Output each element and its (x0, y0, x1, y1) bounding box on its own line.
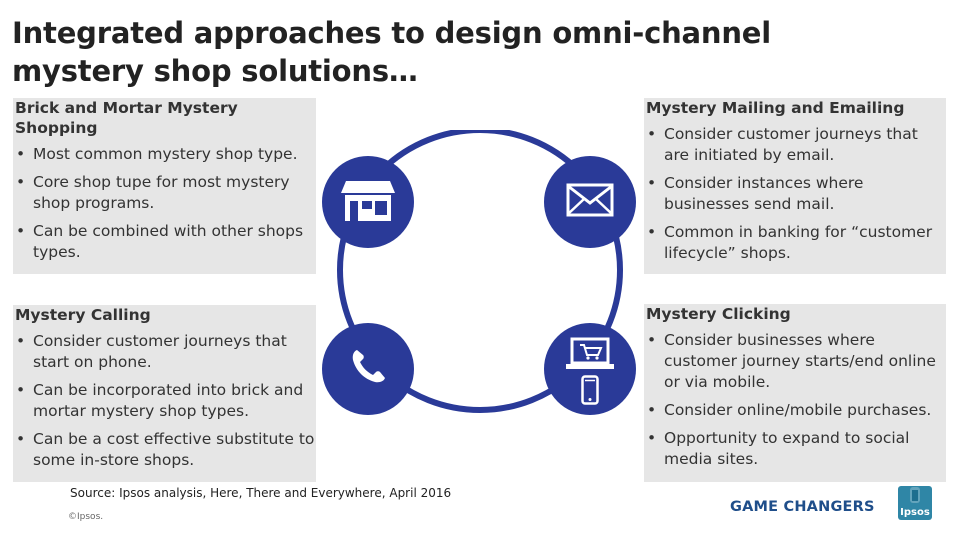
box-heading: Mystery Calling (15, 306, 151, 324)
page-title: Integrated approaches to design omni-cha… (12, 16, 772, 88)
store-node (322, 156, 414, 248)
source-note: Source: Ipsos analysis, Here, There and … (70, 486, 452, 500)
list-item: Common in banking for “customer lifecycl… (646, 222, 946, 264)
digital-node (544, 323, 636, 415)
bullet-list: Consider customer journeys that start on… (15, 331, 316, 471)
list-item: Consider customer journeys that are init… (646, 124, 946, 166)
calling-box: Mystery Calling Consider customer journe… (13, 305, 316, 482)
logo-mark-icon (910, 487, 920, 503)
box-heading: Brick and Mortar Mystery Shopping (15, 99, 238, 137)
box-heading: Mystery Clicking (646, 305, 791, 323)
bullet-list: Consider customer journeys that are init… (646, 124, 946, 264)
clicking-box: Mystery Clicking Consider businesses whe… (644, 304, 946, 482)
list-item: Consider online/mobile purchases. (646, 400, 946, 421)
channel-cycle-diagram (318, 130, 644, 430)
envelope-icon (566, 183, 614, 221)
list-item: Opportunity to expand to social media si… (646, 428, 946, 470)
smartphone-icon (581, 375, 599, 409)
copyright: ©Ipsos. (68, 512, 104, 522)
ipsos-logo: Ipsos (898, 486, 932, 520)
list-item: Consider customer journeys that start on… (15, 331, 316, 373)
logo-text: Ipsos (900, 507, 930, 518)
list-item: Core shop tupe for most mystery shop pro… (15, 172, 316, 214)
phone-icon (348, 347, 388, 391)
list-item: Consider instances where businesses send… (646, 173, 946, 215)
mail-node (544, 156, 636, 248)
list-item: Can be combined with other shops types. (15, 221, 316, 263)
mailing-box: Mystery Mailing and Emailing Consider cu… (644, 98, 946, 274)
list-item: Can be incorporated into brick and morta… (15, 380, 316, 422)
box-heading: Mystery Mailing and Emailing (646, 99, 905, 117)
phone-node (322, 323, 414, 415)
list-item: Can be a cost effective substitute to so… (15, 429, 316, 471)
store-icon (340, 177, 396, 227)
bullet-list: Consider businesses where customer journ… (646, 330, 946, 470)
laptop-cart-icon (566, 337, 614, 375)
list-item: Most common mystery shop type. (15, 144, 316, 165)
cycle-ring (337, 130, 623, 413)
list-item: Consider businesses where customer journ… (646, 330, 946, 393)
brick-mortar-box: Brick and Mortar Mystery Shopping Most c… (13, 98, 316, 274)
game-changers-tagline: GAME CHANGERS (730, 499, 875, 515)
bullet-list: Most common mystery shop type. Core shop… (15, 144, 316, 263)
